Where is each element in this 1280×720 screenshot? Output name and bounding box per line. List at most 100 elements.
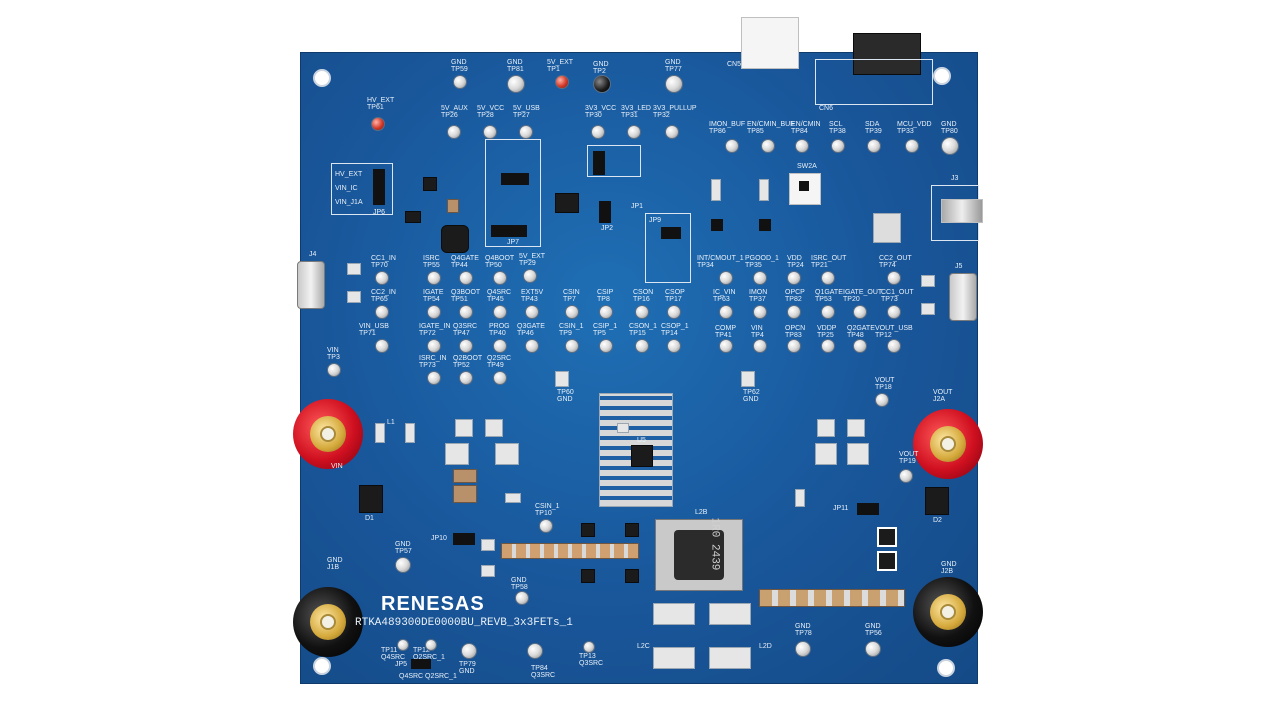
label-u5: U5	[637, 437, 646, 444]
test-point-tp30	[591, 125, 605, 139]
test-point-tp39	[867, 139, 881, 153]
connector-cn6	[853, 33, 921, 75]
inductor-l2c-pad-1	[653, 603, 695, 625]
ic-u11	[405, 211, 421, 223]
label-q2gate: Q2GATE TP48	[847, 325, 875, 339]
usb-connector-j3[interactable]	[941, 199, 983, 223]
label-jp10: JP10	[431, 535, 447, 542]
test-point-tp34	[719, 271, 733, 285]
label-csin-1-tp10: CSIN_1 TP10	[535, 503, 560, 517]
mounting-hole-bottom-left	[313, 657, 331, 675]
test-point-tp4	[753, 339, 767, 353]
test-point-tp61	[371, 117, 385, 131]
label-jp2: JP2	[601, 225, 614, 232]
label-l2d: L2D	[759, 643, 772, 650]
label-vdd: VDD TP24	[787, 255, 804, 269]
jp1-outline	[587, 145, 641, 177]
test-point-tp40	[493, 339, 507, 353]
label-gnd-tp81: GND TP81	[507, 59, 524, 73]
capacitor-c52a	[505, 493, 521, 503]
label-q2src: Q2SRC TP49	[487, 355, 512, 369]
label-q3boot: Q3BOOT TP51	[451, 289, 481, 303]
jumper-jp10	[453, 533, 475, 545]
capacitor-c122	[921, 275, 935, 287]
test-point-tp58	[515, 591, 529, 605]
jumper-d9	[759, 219, 771, 231]
label-tp62: TP62 GND	[743, 389, 760, 403]
jumper-jp11	[857, 503, 879, 515]
label-vin-tp3: VIN TP3	[327, 347, 340, 361]
mosfet-q7b	[485, 419, 503, 437]
label-gnd-tp79: TP79 GND	[459, 661, 476, 675]
label-l1: L1	[387, 419, 395, 426]
label-isrc-in: ISRC_IN TP73	[419, 355, 447, 369]
label-ext5v: EXT5V TP43	[521, 289, 544, 303]
test-point-tp20	[853, 305, 867, 319]
label-csip-1: CSIP_1 TP5	[593, 323, 618, 337]
label-vin-tp4: VIN TP4	[751, 325, 764, 339]
test-point-tp38	[831, 139, 845, 153]
capacitor-c123	[921, 303, 935, 315]
inductor-l2b-marking: 1R0 2439	[708, 517, 721, 571]
test-point-tp17	[667, 305, 681, 319]
binding-post-j2a-vout[interactable]	[913, 409, 983, 479]
test-point-tp50	[493, 271, 507, 285]
usb-c-connector-j5[interactable]	[949, 273, 977, 321]
label-en-cmin-buf: EN/CMIN_BUF TP85	[747, 121, 795, 135]
label-jp1: JP1	[631, 203, 644, 210]
label-comp: COMP TP41	[715, 325, 736, 339]
diode-d5	[581, 569, 595, 583]
label-q3gate: Q3GATE TP46	[517, 323, 545, 337]
test-point-tp84	[795, 139, 809, 153]
led-ld3	[711, 179, 721, 201]
ic-u12	[423, 177, 437, 191]
test-point-tp52	[459, 371, 473, 385]
test-point-tp80	[941, 137, 959, 155]
inductor-l2c-pad-2	[653, 647, 695, 669]
label-opcn: OPCN TP83	[785, 325, 806, 339]
label-l2b: L2B	[695, 509, 708, 516]
label-cc1-out: CC1_OUT TP73	[881, 289, 914, 303]
label-gnd-j1b: GND J1B	[327, 557, 343, 571]
label-imon: IMON TP37	[749, 289, 768, 303]
diode-d2	[925, 487, 949, 515]
test-point-tp51	[459, 305, 473, 319]
binding-post-j2b-gnd[interactable]	[913, 577, 983, 647]
label-cn6: CN6	[819, 105, 834, 112]
usb-c-connector-j4[interactable]	[297, 261, 325, 309]
label-imon-buf: IMON_BUF TP86	[709, 121, 746, 135]
label-gnd-tp58: GND TP58	[511, 577, 528, 591]
test-point-tp48	[853, 339, 867, 353]
led-ld1	[759, 179, 769, 201]
label-gnd-j2b: GND J2B	[941, 561, 957, 575]
binding-post-j1a-vin[interactable]	[293, 399, 363, 469]
test-point-tp27	[519, 125, 533, 139]
test-point-tp7	[565, 305, 579, 319]
test-point-tp53	[821, 305, 835, 319]
test-point-tp41	[719, 339, 733, 353]
ic-u5	[631, 445, 653, 467]
label-5v-ext-tp29: 5V_EXT TP29	[519, 253, 546, 267]
label-cn5: CN5	[727, 61, 742, 68]
cn6-outline	[815, 59, 933, 105]
test-point-tp28	[483, 125, 497, 139]
inductor-l2b-core	[674, 530, 724, 580]
diode-d1	[359, 485, 383, 513]
jumper-d8	[711, 219, 723, 231]
label-csin-1: CSIN_1 TP9	[559, 323, 584, 337]
test-point-tp45	[493, 305, 507, 319]
label-gnd-tp80: GND TP80	[941, 121, 958, 135]
test-point-tp70	[375, 271, 389, 285]
label-jp9: JP9	[649, 217, 662, 224]
pad-tp62	[741, 371, 755, 387]
label-vddp: VDDP TP25	[817, 325, 837, 339]
test-point-tp86	[725, 139, 739, 153]
jumper-jp5	[411, 659, 431, 669]
test-point-tp1	[555, 75, 569, 89]
binding-post-j1b-gnd[interactable]	[293, 587, 363, 657]
label-jp5-q2: Q2SRC_1	[425, 673, 457, 680]
label-d1: D1	[365, 515, 374, 522]
label-q2boot: Q2BOOT TP52	[453, 355, 483, 369]
label-ic-vin: IC_VIN TP63	[713, 289, 736, 303]
switch-sw2a-knob[interactable]	[799, 181, 809, 191]
